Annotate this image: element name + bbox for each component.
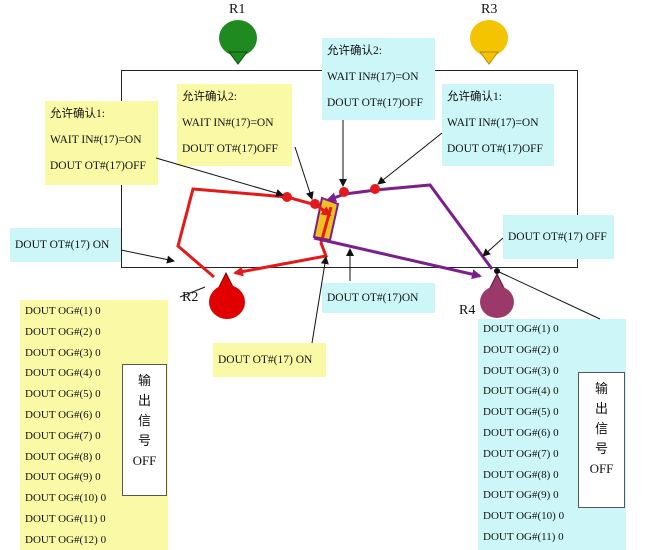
allow-note-left: 允许确认1: WAIT IN#(17)=ON DOUT OT#(17)OFF: [45, 101, 158, 185]
dout-note-bottom: DOUT OT#(17) ON: [213, 343, 326, 377]
output-list-item: DOUT OG#(7) 0: [483, 447, 559, 460]
signal-char: 信: [594, 421, 608, 436]
output-list-item: DOUT OG#(10) 0: [483, 510, 565, 523]
robot-r2-label: R2: [182, 290, 199, 305]
output-list-item: DOUT OG#(4) 0: [483, 385, 559, 398]
robot-r3-icon: [470, 20, 508, 65]
allow-note-wait: WAIT IN#(17)=ON: [327, 71, 419, 83]
signal-char: 出: [594, 401, 608, 416]
output-list-item: DOUT OG#(5) 0: [25, 388, 101, 401]
dout-note-left: DOUT OT#(17) ON: [10, 228, 121, 262]
dout-note-text: DOUT OT#(17) ON: [218, 354, 313, 366]
callout-arrows: [120, 120, 601, 344]
output-list-item: DOUT OG#(9) 0: [25, 471, 101, 484]
dout-note-text: DOUT OT#(17) ON: [15, 239, 110, 251]
allow-note-title: 允许确认2:: [182, 91, 237, 103]
checkpoint-dot: [370, 184, 380, 194]
output-list-item: DOUT OG#(1) 0: [25, 305, 101, 317]
allow-note-title: 允许确认2:: [327, 45, 382, 57]
robot-r2-path: [176, 187, 333, 279]
signal-char: 输: [137, 373, 151, 388]
output-signal-box-left: 输 出 信 号 OFF: [122, 364, 167, 496]
output-list-item: DOUT OG#(10) 0: [25, 492, 107, 505]
allow-note-dout: DOUT OT#(17)OFF: [50, 160, 146, 172]
signal-off: OFF: [132, 453, 157, 468]
allow-note-title: 允许确认1:: [50, 108, 105, 120]
robot-r2-icon: [209, 271, 245, 319]
robot-r3-label: R3: [481, 2, 498, 17]
checkpoint-dot: [310, 199, 320, 209]
allow-note-top: 允许确认2: WAIT IN#(17)=ON DOUT OT#(17)OFF: [322, 38, 435, 120]
checkpoint-dot: [339, 187, 349, 197]
allow-note-dout: DOUT OT#(17)OFF: [182, 143, 278, 155]
allow-note-title: 允许确认1:: [447, 91, 502, 103]
output-list-item: DOUT OG#(3) 0: [483, 364, 559, 377]
output-list-item: DOUT OG#(4) 0: [25, 367, 101, 380]
robot-r1-label: R1: [229, 2, 246, 17]
signal-off: OFF: [589, 461, 614, 476]
signal-char: 出: [137, 393, 151, 408]
robot-r4-label: R4: [459, 303, 476, 318]
output-list-item: DOUT OG#(2) 0: [25, 325, 101, 338]
robot-r4-icon: [480, 272, 514, 318]
allow-note-dout: DOUT OT#(17)OFF: [447, 143, 543, 155]
robot-r4-path: [313, 183, 494, 280]
output-list-item: DOUT OG#(11) 0: [483, 530, 564, 543]
output-list-item: DOUT OG#(9) 0: [483, 489, 559, 502]
output-list-item: DOUT OG#(6) 0: [483, 426, 559, 439]
robot-r1-icon: [219, 20, 257, 65]
output-list-item: DOUT OG#(2) 0: [483, 343, 559, 356]
allow-note-wait: WAIT IN#(17)=ON: [182, 117, 274, 129]
output-signal-box-right: 输 出 信 号 OFF: [578, 372, 625, 508]
signal-char: 信: [137, 413, 151, 428]
output-list-item: DOUT OG#(12) 0: [25, 533, 107, 546]
signal-char: 输: [594, 381, 608, 396]
allow-note-dout: DOUT OT#(17)OFF: [327, 97, 423, 109]
output-list-item: DOUT OG#(5) 0: [483, 406, 559, 419]
checkpoint-dot: [282, 192, 292, 202]
output-list-item: DOUT OG#(1) 0: [483, 323, 559, 335]
dout-note-text: DOUT OT#(17) OFF: [508, 231, 607, 243]
dout-note-text: DOUT OT#(17)ON: [327, 292, 419, 304]
output-list-item: DOUT OG#(8) 0: [25, 450, 101, 463]
output-list-item: DOUT OG#(3) 0: [25, 346, 101, 359]
allow-note-wait: WAIT IN#(17)=ON: [50, 134, 142, 146]
allow-note-right: 允许确认1: WAIT IN#(17)=ON DOUT OT#(17)OFF: [442, 84, 554, 166]
output-list-item: DOUT OG#(8) 0: [483, 468, 559, 481]
output-list-item: DOUT OG#(6) 0: [25, 408, 101, 421]
output-list-item: DOUT OG#(7) 0: [25, 429, 101, 442]
output-list-item: DOUT OG#(11) 0: [25, 512, 106, 525]
dout-note-right: DOUT OT#(17) OFF: [503, 215, 614, 259]
allow-note-mid: 允许确认2: WAIT IN#(17)=ON DOUT OT#(17)OFF: [177, 84, 292, 166]
signal-char: 号: [137, 433, 151, 448]
allow-note-wait: WAIT IN#(17)=ON: [447, 117, 539, 129]
signal-char: 号: [594, 441, 608, 456]
dout-note-mid: DOUT OT#(17)ON: [322, 283, 435, 313]
